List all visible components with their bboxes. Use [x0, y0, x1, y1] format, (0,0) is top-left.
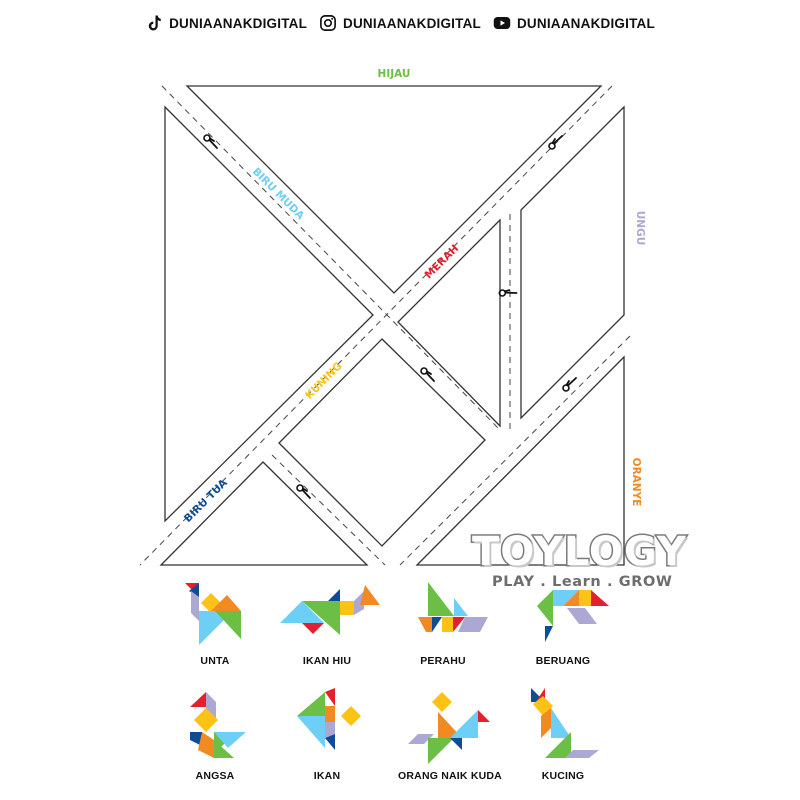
figure-beruang [537, 590, 609, 642]
piece-biru-tua[interactable] [159, 461, 369, 566]
figure-ikan [297, 688, 361, 750]
instagram-icon [320, 15, 336, 31]
caption-beruang: BERUANG [535, 655, 591, 667]
social-tiktok[interactable]: DUNIAANAKDIGITAL [145, 14, 307, 32]
social-youtube[interactable]: DUNIAANAKDIGITAL [493, 14, 655, 32]
piece-ungu[interactable] [520, 105, 625, 420]
scissors-icon [296, 484, 311, 499]
caption-perahu: PERAHU [420, 655, 466, 667]
piece-hijau[interactable] [185, 85, 603, 294]
piece-biru-muda[interactable] [164, 105, 374, 523]
cut-guides [139, 85, 631, 566]
caption-angsa: ANGSA [195, 770, 235, 782]
figure-ikan-hiu [280, 585, 380, 635]
instagram-handle: DUNIAANAKDIGITAL [343, 15, 481, 31]
brand-tagline: PLAY . Learn . GROW [492, 574, 673, 590]
figure-kucing [531, 688, 599, 758]
label-hijau: HIJAU [378, 68, 411, 80]
youtube-icon [493, 17, 511, 29]
brand-title: TOYLOGY [471, 529, 688, 575]
piece-oranye[interactable] [415, 355, 625, 566]
scissors-icon [562, 377, 577, 392]
youtube-handle: DUNIAANAKDIGITAL [516, 15, 655, 31]
figure-angsa [190, 692, 246, 758]
figure-unta [185, 583, 241, 645]
tiktok-icon [148, 15, 161, 31]
label-ungu: UNGU [634, 211, 646, 245]
social-instagram[interactable]: DUNIAANAKDIGITAL [319, 14, 481, 32]
social-bar: DUNIAANAKDIGITAL DUNIAANAKDIGITAL DUNIAA… [0, 14, 800, 32]
brand-logo: TOYLOGY PLAY . Learn . GROW [471, 529, 692, 591]
scissors-icon [203, 134, 218, 149]
caption-orang-naik-kuda: ORANG NAIK KUDA [398, 770, 502, 782]
caption-ikan: IKAN [313, 770, 341, 782]
scissors-icon [548, 135, 563, 150]
caption-ikan-hiu: IKAN HIU [302, 655, 352, 667]
figure-orang-naik-kuda [408, 692, 490, 764]
scissors-icon [497, 282, 518, 304]
piece-kuning[interactable] [278, 338, 486, 547]
tiktok-handle: DUNIAANAKDIGITAL [169, 15, 308, 31]
figure-perahu [418, 582, 488, 632]
label-oranye: ORANYE [630, 458, 642, 507]
caption-unta: UNTA [200, 655, 230, 667]
piece-merah[interactable] [397, 218, 501, 428]
caption-kucing: KUCING [541, 770, 585, 782]
